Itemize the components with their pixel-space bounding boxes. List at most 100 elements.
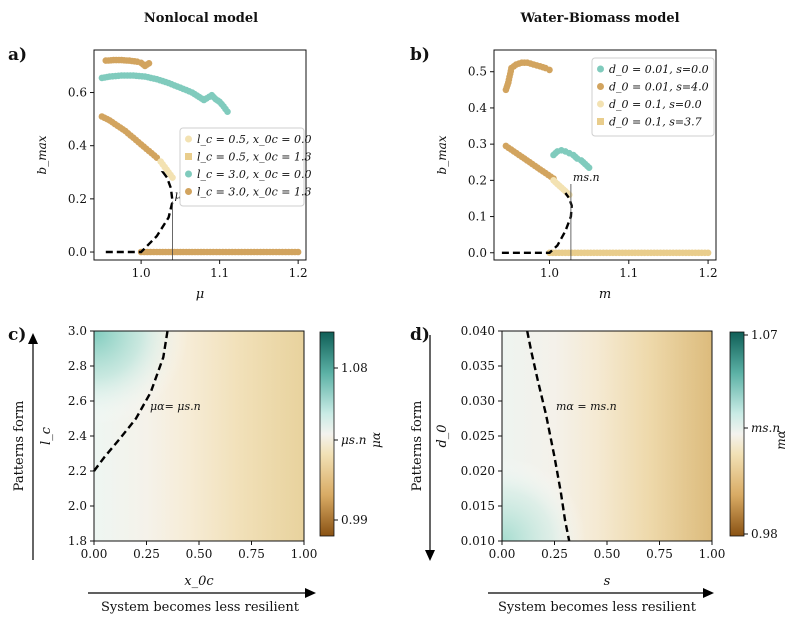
pd-xtick-label: 0.25 (541, 547, 568, 561)
pb-legend-label-3: d_0 = 0.1, s=3.7 (609, 116, 702, 129)
panel-a-chart: μs.n 1.01.11.20.00.20.40.6 μ b_max l_c =… (35, 49, 311, 302)
axes-frame-b (493, 49, 717, 261)
pb-series-0-marker (546, 66, 553, 74)
pb-legend-label-1: d_0 = 0.01, s=4.0 (609, 81, 709, 94)
axes-frame-a (93, 49, 307, 261)
pd-xtick-label: 0.00 (489, 547, 516, 561)
pa-legend-marker-0 (185, 135, 192, 143)
pa-xtick-label: 1.0 (132, 266, 151, 280)
y-axis-label-c: l_c (39, 426, 54, 445)
pb-legend-box (591, 57, 715, 137)
panel-letter-c: c) (8, 325, 26, 345)
legend-b: d_0 = 0.01, s=0.0d_0 = 0.01, s=4.0d_0 = … (591, 57, 715, 137)
legend-a: l_c = 0.5, x_0c = 0.0 l_c = 0.5, x_0c = 1… (179, 127, 311, 207)
pd-ytick-label: 0.025 (461, 429, 495, 443)
pb-xtick-label: 1.2 (699, 266, 718, 280)
pa-ytick-label: 0.0 (68, 245, 87, 259)
pc-ytick-label: 2.4 (68, 429, 87, 443)
pa-legend-box (179, 127, 305, 207)
pa-legend-label-2: l_c = 3.0, x_0c = 0.0 (197, 168, 311, 181)
pb-legend-marker-3 (597, 118, 604, 125)
colorbar-ticklabel-c-top: 1.08 (341, 361, 368, 375)
pb-ytick-label: 0.2 (468, 173, 487, 187)
side-label-d: Patterns form (410, 401, 425, 492)
heatmap-teal-region-c (94, 331, 304, 541)
pb-legend-marker-0 (597, 65, 604, 73)
pa-legend-marker-2 (185, 170, 192, 178)
pd-ytick-label: 0.020 (461, 464, 495, 478)
pc-xtick-label: 0.00 (81, 547, 108, 561)
x-axis-label-b: m (599, 287, 611, 302)
pa-xtick-label: 1.1 (210, 266, 229, 280)
y-axis-label-d: d_0 (435, 424, 450, 447)
panel-letter-d: d) (410, 325, 430, 345)
sn-annotation-b: ms.n (573, 171, 600, 184)
panel-letter-b: b) (410, 45, 430, 65)
pd-xtick-label: 1.00 (699, 547, 726, 561)
colorbar-ticklabel-c-bottom: 0.99 (341, 513, 368, 527)
pb-xtick-label: 1.0 (540, 266, 559, 280)
bottom-label-d: System becomes less resilient (498, 600, 697, 615)
pa-legend-label-1: l_c = 0.5, x_0c = 1.3 (197, 151, 311, 164)
pd-ytick-label: 0.040 (461, 324, 495, 338)
pa-series-0-marker (145, 60, 153, 67)
up-arrow-head-c (28, 333, 38, 344)
pb-legend-marker-1 (597, 83, 604, 90)
pc-ytick-label: 2.8 (68, 359, 87, 373)
pa-ytick-label: 0.2 (68, 192, 87, 206)
contour-line-d (526, 330, 571, 542)
colorbar-d (729, 331, 745, 537)
pc-xtick-label: 0.25 (133, 547, 160, 561)
right-arrow-head-c (305, 588, 316, 598)
right-arrow-head-d (703, 588, 714, 598)
pa-xtick-label: 1.2 (289, 266, 308, 280)
pb-series-4-marker (704, 249, 712, 257)
pa-ytick-label: 0.6 (68, 86, 87, 100)
pc-ytick-label: 2.0 (68, 499, 87, 513)
contour-label-d: mα = ms.n (556, 400, 617, 413)
pd-ytick-label: 0.035 (461, 359, 495, 373)
contour-line-c (93, 330, 169, 472)
pc-ytick-label: 2.6 (68, 394, 87, 408)
pa-legend-marker-1 (185, 153, 192, 160)
pa-series-4-marker (294, 248, 302, 256)
y-axis-label-a: b_max (35, 135, 49, 174)
panel-letter-a: a) (8, 45, 27, 65)
pa-legend-label-3: l_c = 3.0, x_0c = 1.3 (197, 186, 311, 199)
right-column-title: Water-Biomass model (519, 11, 679, 26)
colorbar-label-c: μα (369, 432, 383, 448)
down-arrow-head-d (425, 550, 435, 561)
pd-ytick-label: 0.015 (461, 499, 495, 513)
pb-ytick-label: 0.3 (468, 137, 487, 151)
pd-xtick-label: 0.75 (646, 547, 673, 561)
pb-legend-marker-2 (597, 100, 604, 108)
pa-legend-marker-3 (185, 188, 192, 195)
colorbar-ticklabel-c-mid: μs.n (341, 433, 367, 447)
pb-xtick-label: 1.1 (619, 266, 638, 280)
pa-ytick-label: 0.4 (68, 139, 87, 153)
left-column-title: Nonlocal model (144, 11, 258, 26)
pc-ytick-label: 2.2 (68, 464, 87, 478)
colorbar-label-d: mα (774, 430, 788, 449)
pd-ytick-label: 0.010 (461, 534, 495, 548)
unstable-branch-a (105, 171, 174, 254)
pd-ytick-label: 0.030 (461, 394, 495, 408)
y-axis-label-b: b_max (435, 135, 449, 174)
pb-ytick-label: 0.1 (468, 210, 487, 224)
bottom-label-c: System becomes less resilient (101, 600, 300, 615)
pc-ytick-label: 3.0 (68, 324, 87, 338)
colorbar-c (319, 331, 335, 537)
pc-xtick-label: 0.50 (186, 547, 213, 561)
x-axis-label-c: x_0c (184, 574, 214, 589)
pc-ytick-label: 1.8 (68, 534, 87, 548)
pc-xtick-label: 0.75 (238, 547, 265, 561)
side-label-c: Patterns form (12, 401, 27, 492)
x-axis-label-a: μ (196, 287, 204, 302)
pa-legend-label-0: l_c = 0.5, x_0c = 0.0 (197, 133, 311, 146)
pb-ytick-label: 0.0 (468, 246, 487, 260)
panel-d-heatmap: mα = ms.n 0.00 0.25 0.50 0.75 1.00 0.010 0.015… (410, 324, 788, 615)
pd-xtick-label: 0.50 (594, 547, 621, 561)
